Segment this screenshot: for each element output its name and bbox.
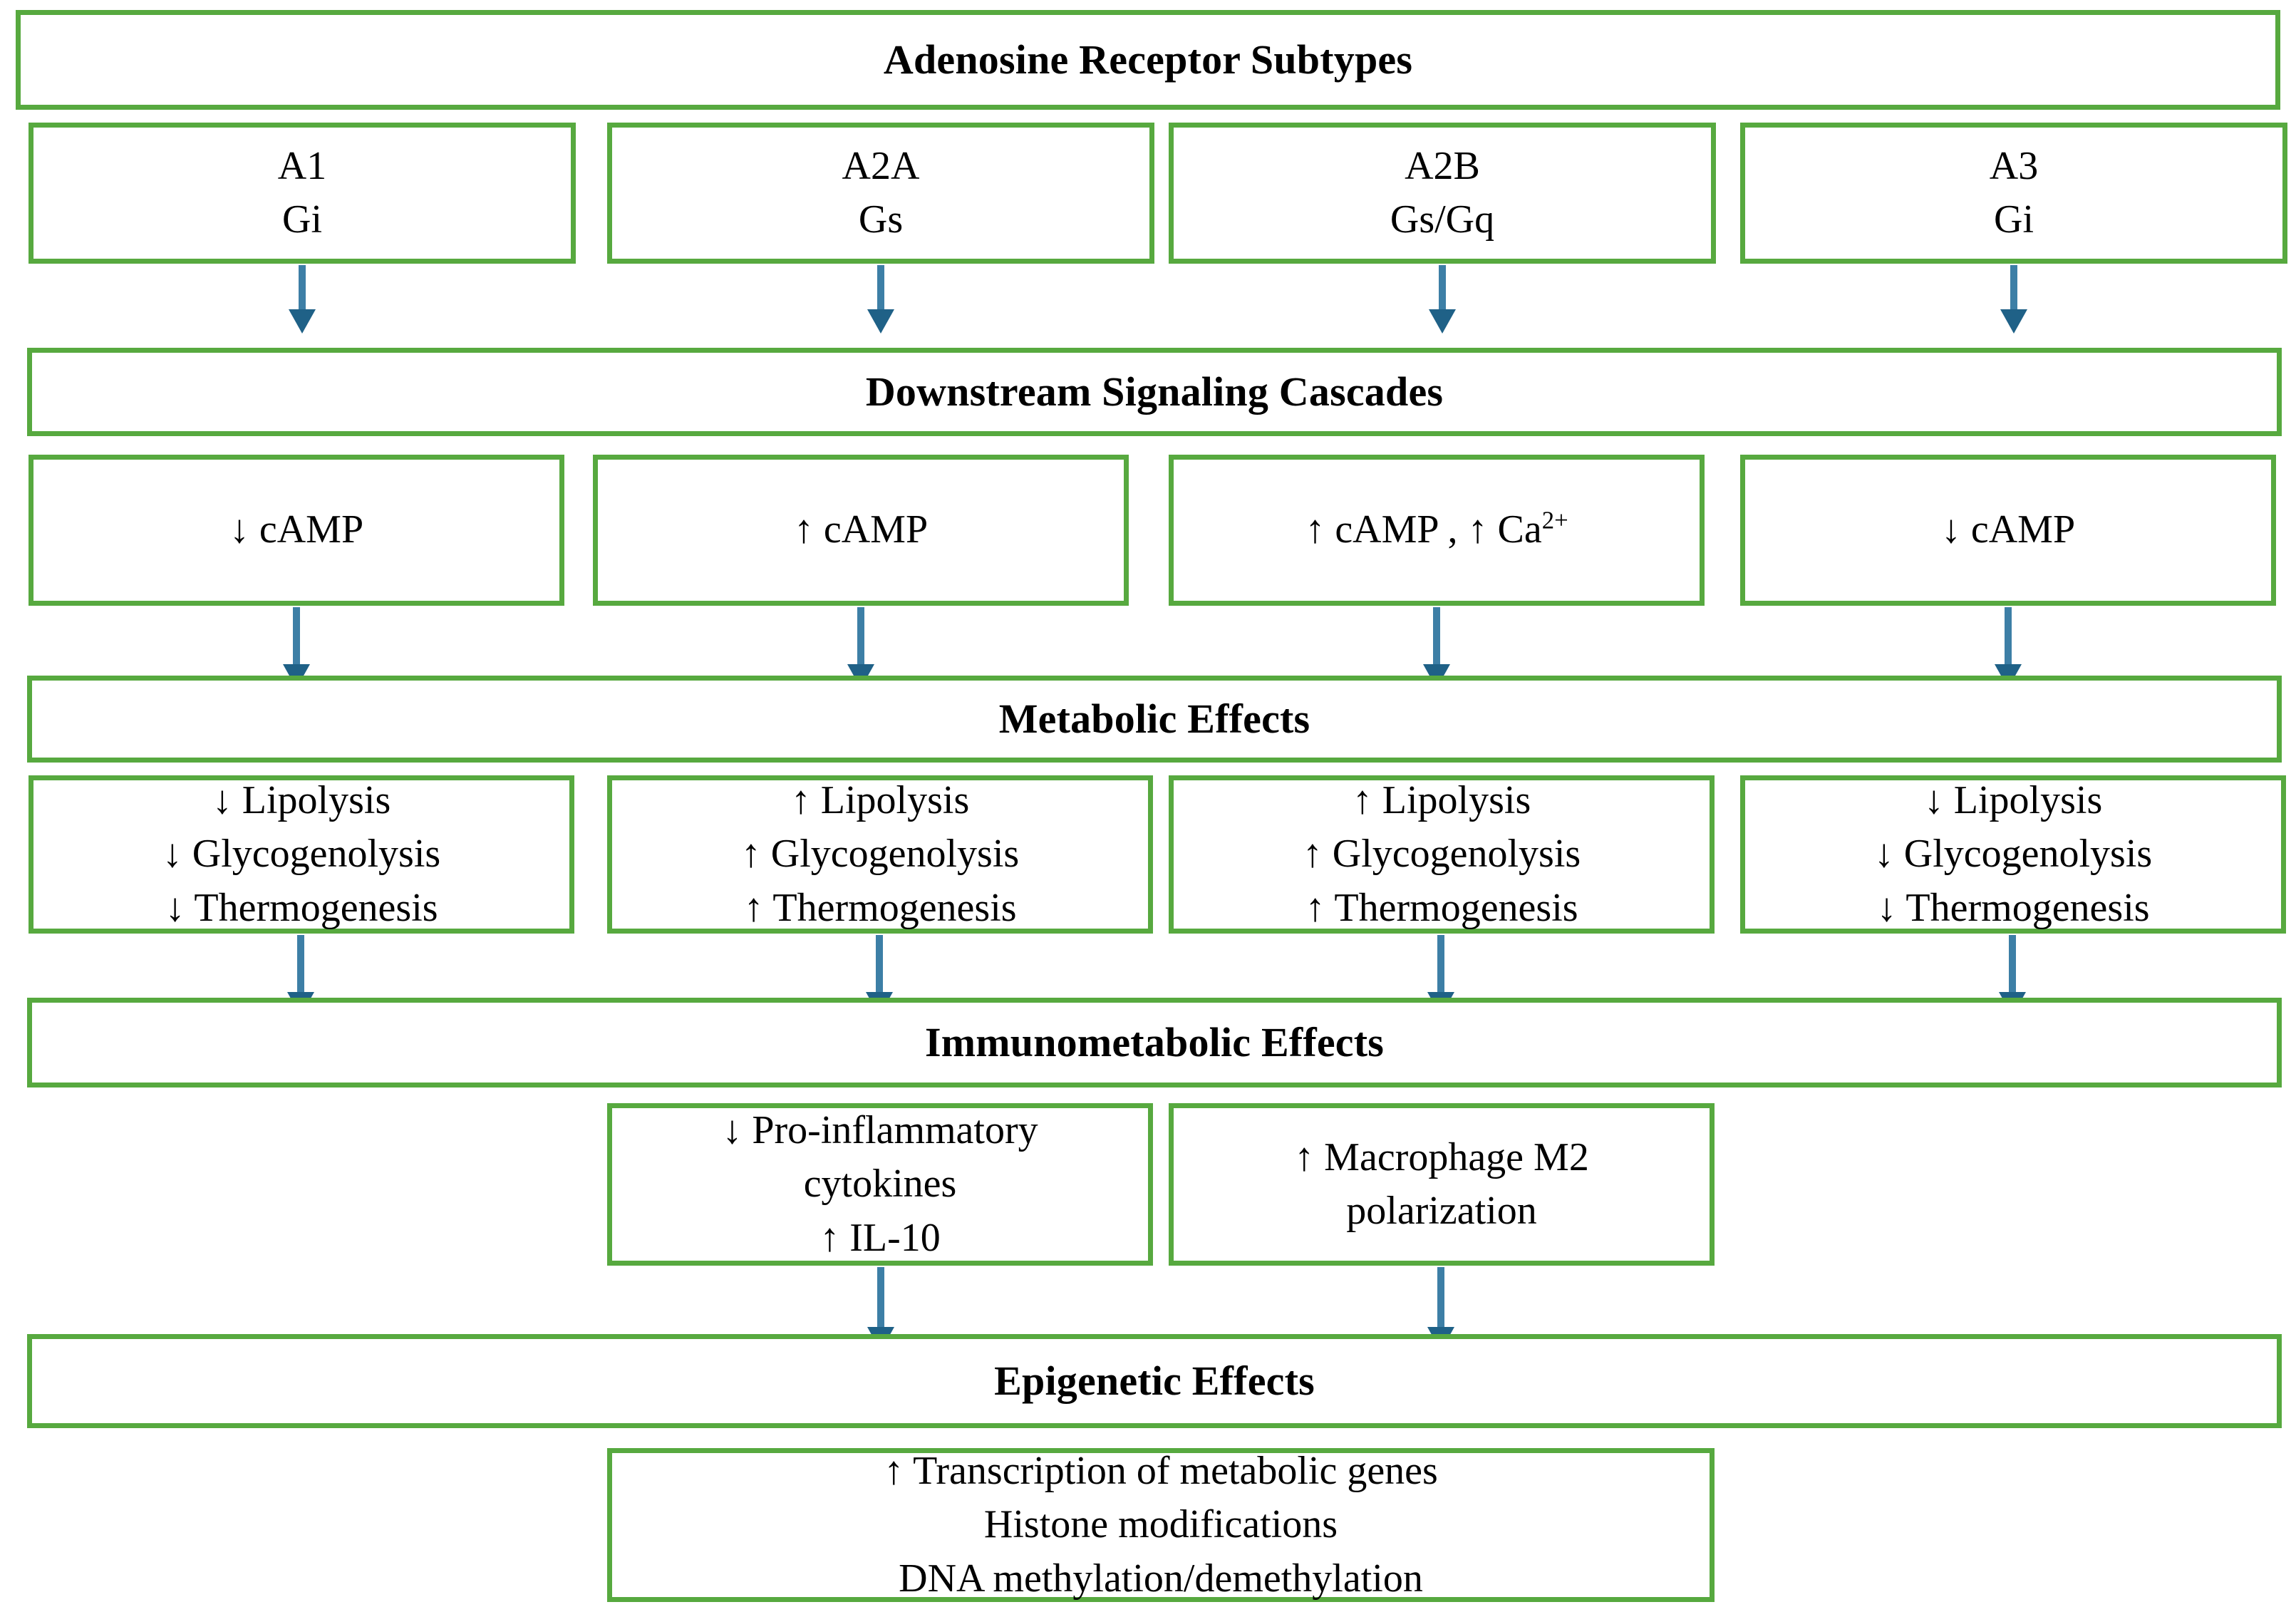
arrow-shaft <box>877 265 884 315</box>
signaling-box-a2b[interactable]: ↑ cAMP , ↑ Ca2+ <box>1169 455 1705 606</box>
metabolic-line-a1-lipolysis: ↓ Lipolysis <box>212 778 391 823</box>
receptor-gprotein-a2b: Gs/Gq <box>1390 197 1495 242</box>
metabolic-line-a3-lipolysis: ↓ Lipolysis <box>1923 778 2103 823</box>
receptor-name-a2b: A2B <box>1405 143 1480 188</box>
epigenetic-line-transcription: ↑ Transcription of metabolic genes <box>884 1449 1438 1494</box>
metabolic-line-a1-thermogenesis: ↓ Thermogenesis <box>165 885 438 930</box>
receptor-box-a3[interactable]: A3 Gi <box>1740 123 2287 264</box>
arrow-shaft <box>876 935 883 1001</box>
epigenetic-line-histone: Histone modifications <box>983 1502 1338 1547</box>
receptor-name-a1: A1 <box>277 143 327 188</box>
immunometabolic-line-macrophage-m2: ↑ Macrophage M2 <box>1294 1135 1589 1179</box>
immunometabolic-line-polarization: polarization <box>1346 1189 1537 1233</box>
arrow-shaft <box>1437 1267 1444 1337</box>
banner-downstream-signaling-label: Downstream Signaling Cascades <box>865 368 1444 415</box>
immunometabolic-line-cytokines: cytokines <box>803 1162 957 1207</box>
arrow-head <box>1429 309 1456 334</box>
arrow-shaft <box>2010 265 2017 315</box>
arrow-shaft <box>877 1267 884 1337</box>
metabolic-box-a2a[interactable]: ↑ Lipolysis ↑ Glycogenolysis ↑ Thermogen… <box>607 775 1153 934</box>
superscript-charge: 2+ <box>1541 506 1568 534</box>
arrow-head <box>289 309 316 334</box>
signaling-box-a2a[interactable]: ↑ cAMP <box>593 455 1129 606</box>
receptor-name-a2a: A2A <box>842 143 920 188</box>
signaling-box-a3[interactable]: ↓ cAMP <box>1740 455 2276 606</box>
arrow-shaft <box>2009 935 2016 1001</box>
metabolic-box-a1[interactable]: ↓ Lipolysis ↓ Glycogenolysis ↓ Thermogen… <box>29 775 574 934</box>
immunometabolic-line-il10: ↑ IL-10 <box>819 1215 941 1260</box>
banner-epigenetic-effects-label: Epigenetic Effects <box>994 1358 1315 1405</box>
immunometabolic-box-macrophage[interactable]: ↑ Macrophage M2 polarization <box>1169 1103 1715 1266</box>
signaling-value-a3: ↓ cAMP <box>1940 507 2076 552</box>
arrow-shaft <box>293 607 300 670</box>
metabolic-line-a3-glycogenolysis: ↓ Glycogenolysis <box>1873 832 2153 877</box>
arrow-shaft <box>1433 607 1440 670</box>
receptor-box-a1[interactable]: A1 Gi <box>29 123 576 264</box>
metabolic-box-a3[interactable]: ↓ Lipolysis ↓ Glycogenolysis ↓ Thermogen… <box>1740 775 2286 934</box>
arrow-shaft <box>297 935 304 1001</box>
arrow-shaft <box>1439 265 1446 315</box>
banner-metabolic-effects-label: Metabolic Effects <box>998 696 1310 743</box>
metabolic-line-a3-thermogenesis: ↓ Thermogenesis <box>1876 885 2150 930</box>
arrow-head <box>2000 309 2027 334</box>
epigenetic-line-dna-methylation: DNA methylation/demethylation <box>899 1556 1423 1601</box>
metabolic-line-a2a-thermogenesis: ↑ Thermogenesis <box>743 885 1017 930</box>
receptor-name-a3: A3 <box>1989 143 2039 188</box>
immunometabolic-line-pro-inflammatory: ↓ Pro-inflammatory <box>722 1108 1038 1153</box>
signaling-value-a1: ↓ cAMP <box>229 507 364 552</box>
receptor-gprotein-a2a: Gs <box>858 197 904 242</box>
banner-receptor-subtypes-label: Adenosine Receptor Subtypes <box>883 36 1413 83</box>
signaling-value-a2b: ↑ cAMP , ↑ Ca2+ <box>1305 506 1568 552</box>
epigenetic-box-details[interactable]: ↑ Transcription of metabolic genes Histo… <box>607 1448 1715 1602</box>
receptor-box-a2a[interactable]: A2A Gs <box>607 123 1154 264</box>
arrow-shaft <box>2005 607 2012 670</box>
metabolic-line-a2a-lipolysis: ↑ Lipolysis <box>790 778 970 823</box>
receptor-box-a2b[interactable]: A2B Gs/Gq <box>1169 123 1716 264</box>
signaling-value-a2a: ↑ cAMP <box>793 507 929 552</box>
banner-immunometabolic-effects: Immunometabolic Effects <box>27 998 2282 1087</box>
receptor-gprotein-a3: Gi <box>1994 197 2034 242</box>
arrow-shaft <box>299 265 306 315</box>
metabolic-line-a2a-glycogenolysis: ↑ Glycogenolysis <box>740 832 1020 877</box>
metabolic-box-a2b[interactable]: ↑ Lipolysis ↑ Glycogenolysis ↑ Thermogen… <box>1169 775 1715 934</box>
banner-receptor-subtypes: Adenosine Receptor Subtypes <box>16 10 2280 110</box>
arrow-head <box>867 309 894 334</box>
arrow-shaft <box>1437 935 1444 1001</box>
immunometabolic-box-cytokines[interactable]: ↓ Pro-inflammatory cytokines ↑ IL-10 <box>607 1103 1153 1266</box>
banner-immunometabolic-effects-label: Immunometabolic Effects <box>924 1019 1385 1066</box>
banner-epigenetic-effects: Epigenetic Effects <box>27 1334 2282 1428</box>
banner-metabolic-effects: Metabolic Effects <box>27 676 2282 763</box>
metabolic-line-a2b-glycogenolysis: ↑ Glycogenolysis <box>1302 832 1581 877</box>
metabolic-line-a2b-lipolysis: ↑ Lipolysis <box>1352 778 1531 823</box>
receptor-gprotein-a1: Gi <box>282 197 322 242</box>
banner-downstream-signaling: Downstream Signaling Cascades <box>27 348 2282 436</box>
arrow-shaft <box>857 607 864 670</box>
signaling-box-a1[interactable]: ↓ cAMP <box>29 455 564 606</box>
metabolic-line-a1-glycogenolysis: ↓ Glycogenolysis <box>162 832 441 877</box>
metabolic-line-a2b-thermogenesis: ↑ Thermogenesis <box>1305 885 1578 930</box>
